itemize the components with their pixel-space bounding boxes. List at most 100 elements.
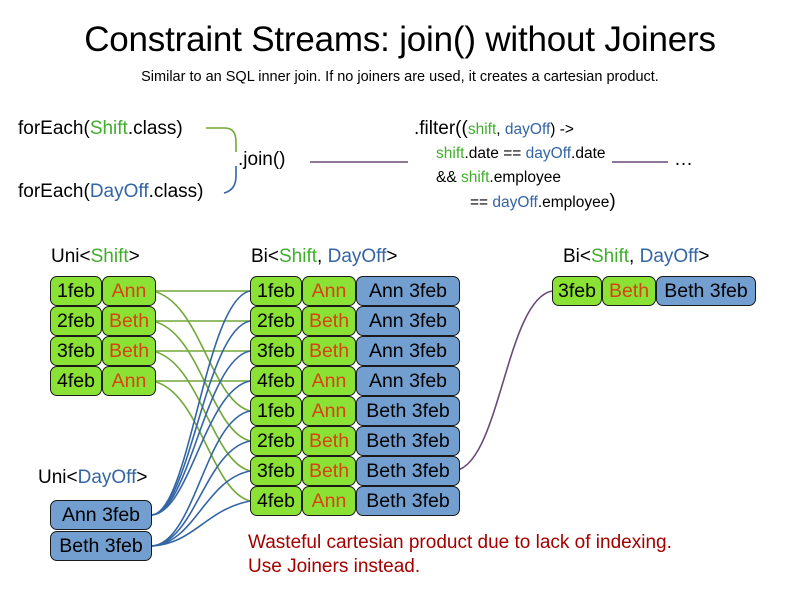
caption-bi-right-type-b: DayOff — [639, 246, 699, 267]
filter-l2-mid: .date == — [464, 145, 526, 162]
filter-line-3: && shift.employee — [414, 166, 616, 190]
shift-date-cell: 4feb — [50, 366, 102, 396]
filter-l3-prefix: && — [436, 169, 461, 186]
bi-dayoff-cell: Beth 3feb — [356, 486, 460, 516]
filter-l3-shift: shift — [460, 169, 490, 186]
filter-l2-shift: shift — [436, 145, 465, 162]
bi-shift-date-cell: 2feb — [250, 306, 302, 336]
bi-shift-employee-cell: Beth — [302, 456, 356, 486]
filter-param-dayoff: dayOff — [504, 121, 551, 138]
filter-l4-end: .employee — [537, 194, 610, 211]
result-dayoff-cell: Beth 3feb — [656, 276, 756, 306]
filter-l4-close: ) — [609, 191, 616, 212]
bi-shift-employee-cell: Beth — [302, 426, 356, 456]
caption-uni-shift-suffix: > — [128, 246, 140, 267]
shift-employee-cell: Ann — [102, 366, 156, 396]
filter-line-2: shift.date == dayOff.date — [414, 142, 616, 166]
foreach-dayoff-prefix: forEach( — [18, 181, 90, 202]
caption-uni-shift-prefix: Uni< — [51, 246, 91, 267]
bi-shift-date-cell: 4feb — [250, 486, 302, 516]
foreach-shift-suffix: .class) — [127, 118, 183, 139]
caption-bi-mid-type-a: Shift — [279, 246, 318, 267]
caption-uni-shift-type: Shift — [90, 246, 129, 267]
shift-employee-cell: Beth — [102, 306, 156, 336]
bi-shift-employee-cell: Ann — [302, 366, 356, 396]
caption-bi-right-comma: , — [629, 246, 640, 267]
bi-dayoff-cell: Ann 3feb — [356, 336, 460, 366]
bi-dayoff-cell: Ann 3feb — [356, 366, 460, 396]
uni-dayoff-row[interactable]: Beth 3feb — [50, 531, 152, 561]
result-shift-date-cell: 3feb — [552, 276, 602, 306]
bi-shift-date-cell: 3feb — [250, 336, 302, 366]
bi-shift-employee-cell: Beth — [302, 306, 356, 336]
filter-l2-end: .date — [571, 145, 606, 162]
foreach-shift-prefix: forEach( — [18, 118, 90, 139]
bi-shift-date-cell: 3feb — [250, 456, 302, 486]
bi-dayoff-cell: Beth 3feb — [356, 426, 460, 456]
caption-bi-right-suffix: > — [698, 246, 710, 267]
caption-bi-middle: Bi<Shift, DayOff> — [251, 245, 397, 268]
warning-note: Wasteful cartesian product due to lack o… — [248, 531, 672, 579]
warning-line-1: Wasteful cartesian product due to lack o… — [248, 532, 672, 553]
foreach-dayoff-suffix: .class) — [148, 181, 204, 202]
filter-line-1: .filter((shift, dayOff) -> — [414, 117, 616, 142]
caption-bi-right-prefix: Bi< — [563, 246, 591, 267]
bi-shift-date-cell: 2feb — [250, 426, 302, 456]
caption-bi-right: Bi<Shift, DayOff> — [563, 245, 709, 268]
bi-dayoff-cell: Beth 3feb — [356, 456, 460, 486]
shift-employee-cell: Beth — [102, 336, 156, 366]
filter-param-comma: , — [496, 121, 505, 138]
bi-shift-date-cell: 4feb — [250, 366, 302, 396]
bi-shift-employee-cell: Ann — [302, 396, 356, 426]
shift-employee-cell: Ann — [102, 276, 156, 306]
filter-line-4: == dayOff.employee) — [414, 190, 616, 215]
uni-dayoff-row[interactable]: Ann 3feb — [50, 500, 152, 530]
bi-dayoff-cell: Ann 3feb — [356, 276, 460, 306]
caption-uni-dayoff-suffix: > — [136, 467, 148, 488]
code-join-label: .join() — [238, 149, 286, 170]
result-shift-employee-cell: Beth — [602, 276, 656, 306]
caption-uni-dayoff: Uni<DayOff> — [38, 466, 148, 489]
shift-date-cell: 3feb — [50, 336, 102, 366]
code-foreach-shift: forEach(Shift.class) — [18, 117, 183, 140]
bi-dayoff-cell: Ann 3feb — [356, 306, 460, 336]
filter-arrow: ) -> — [550, 121, 574, 138]
page-title: Constraint Streams: join() without Joine… — [84, 20, 716, 59]
warning-line-2: Use Joiners instead. — [248, 556, 421, 577]
foreach-dayoff-type: DayOff — [89, 181, 149, 202]
bi-shift-date-cell: 1feb — [250, 396, 302, 426]
shift-date-cell: 2feb — [50, 306, 102, 336]
bi-shift-employee-cell: Ann — [302, 486, 356, 516]
dayoff-pair-cell: Beth 3feb — [50, 531, 152, 561]
filter-prefix: .filter(( — [414, 118, 468, 139]
foreach-shift-type: Shift — [89, 118, 128, 139]
filter-l4-dayoff: dayOff — [492, 194, 538, 211]
filter-l4-prefix: == — [470, 194, 493, 211]
dayoff-pair-cell: Ann 3feb — [50, 500, 152, 530]
caption-bi-mid-prefix: Bi< — [251, 246, 279, 267]
bi-dayoff-cell: Beth 3feb — [356, 396, 460, 426]
caption-uni-shift: Uni<Shift> — [51, 245, 140, 268]
filter-l2-dayoff: dayOff — [525, 145, 572, 162]
bi-shift-employee-cell: Beth — [302, 336, 356, 366]
caption-bi-mid-comma: , — [317, 246, 328, 267]
caption-bi-mid-type-b: DayOff — [327, 246, 387, 267]
caption-uni-dayoff-type: DayOff — [77, 467, 137, 488]
filter-param-shift: shift — [467, 121, 497, 138]
filter-l3-end: .employee — [489, 169, 561, 186]
bi-shift-employee-cell: Ann — [302, 276, 356, 306]
